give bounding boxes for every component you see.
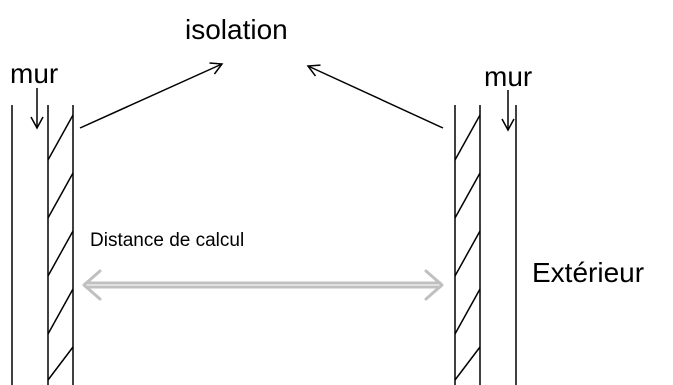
right-insulation-pointer-arrow (306, 64, 444, 129)
right-insulation-layer (454, 105, 481, 385)
exterior-label: Extérieur (532, 257, 645, 288)
left-wall-label: mur (10, 58, 59, 89)
distance-double-arrow (82, 269, 444, 301)
insulation-label: isolation (185, 14, 288, 45)
distance-label: Distance de calcul (90, 230, 245, 251)
left-insulation-layer (47, 105, 74, 385)
left-insulation-pointer-arrow (79, 62, 224, 129)
right-wall-label: mur (484, 61, 533, 92)
